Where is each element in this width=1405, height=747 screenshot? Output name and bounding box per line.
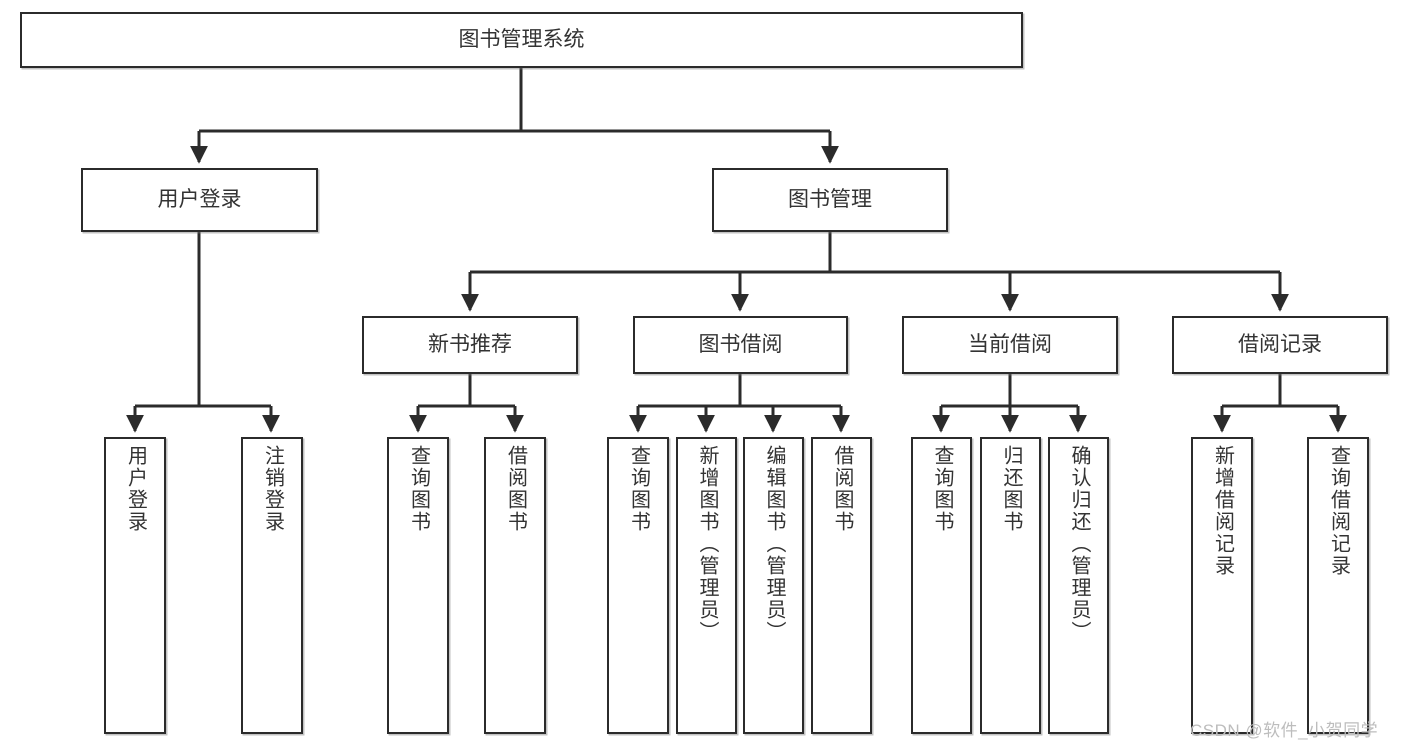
node-book-borrow[interactable]: 图书借阅 xyxy=(633,316,848,374)
node-leaf-confirm-return-label: 确认归还（管理员） xyxy=(1068,445,1090,643)
node-root[interactable]: 图书管理系统 xyxy=(20,12,1023,68)
node-new-book-rec[interactable]: 新书推荐 xyxy=(362,316,578,374)
node-book-borrow-label: 图书借阅 xyxy=(698,332,783,356)
node-leaf-edit-book-label: 编辑图书（管理员） xyxy=(763,445,785,643)
node-leaf-add-record-label: 新增借阅记录 xyxy=(1211,445,1234,577)
node-leaf-query-record[interactable]: 查询借阅记录 xyxy=(1307,437,1369,734)
node-leaf-query-book-3[interactable]: 查询图书 xyxy=(911,437,972,734)
node-book-manage-label: 图书管理 xyxy=(788,187,872,211)
node-leaf-borrow-book-1[interactable]: 借阅图书 xyxy=(484,437,546,734)
node-leaf-add-book[interactable]: 新增图书（管理员） xyxy=(676,437,737,734)
node-leaf-return-book-label: 归还图书 xyxy=(1000,445,1022,533)
node-leaf-borrow-book-2-label: 借阅图书 xyxy=(831,445,853,533)
node-leaf-query-book-2[interactable]: 查询图书 xyxy=(607,437,669,734)
node-leaf-logout[interactable]: 注销登录 xyxy=(241,437,303,734)
node-leaf-edit-book[interactable]: 编辑图书（管理员） xyxy=(743,437,804,734)
node-leaf-user-login-label: 用户登录 xyxy=(124,445,147,533)
node-leaf-borrow-book-1-label: 借阅图书 xyxy=(504,445,527,533)
node-leaf-add-record[interactable]: 新增借阅记录 xyxy=(1191,437,1253,734)
node-borrow-record-label: 借阅记录 xyxy=(1238,332,1322,356)
node-user-login[interactable]: 用户登录 xyxy=(81,168,318,232)
csdn-watermark: CSDN @软件_小贺同学 xyxy=(1190,721,1379,740)
node-leaf-query-book-3-label: 查询图书 xyxy=(931,445,953,533)
node-leaf-add-book-label: 新增图书（管理员） xyxy=(696,445,718,643)
node-leaf-query-book-2-label: 查询图书 xyxy=(627,445,650,533)
node-root-label: 图书管理系统 xyxy=(458,27,585,51)
node-leaf-query-record-label: 查询借阅记录 xyxy=(1327,445,1350,577)
node-current-borrow-label: 当前借阅 xyxy=(968,332,1052,356)
node-user-login-label: 用户登录 xyxy=(157,187,242,211)
node-leaf-query-book-1[interactable]: 查询图书 xyxy=(387,437,449,734)
node-leaf-confirm-return[interactable]: 确认归还（管理员） xyxy=(1048,437,1109,734)
node-leaf-query-book-1-label: 查询图书 xyxy=(407,445,430,533)
node-new-book-rec-label: 新书推荐 xyxy=(428,332,512,356)
node-leaf-user-login[interactable]: 用户登录 xyxy=(104,437,166,734)
node-leaf-logout-label: 注销登录 xyxy=(261,445,284,533)
node-current-borrow[interactable]: 当前借阅 xyxy=(902,316,1118,374)
node-borrow-record[interactable]: 借阅记录 xyxy=(1172,316,1388,374)
node-leaf-return-book[interactable]: 归还图书 xyxy=(980,437,1041,734)
node-book-manage[interactable]: 图书管理 xyxy=(712,168,948,232)
node-leaf-borrow-book-2[interactable]: 借阅图书 xyxy=(811,437,872,734)
